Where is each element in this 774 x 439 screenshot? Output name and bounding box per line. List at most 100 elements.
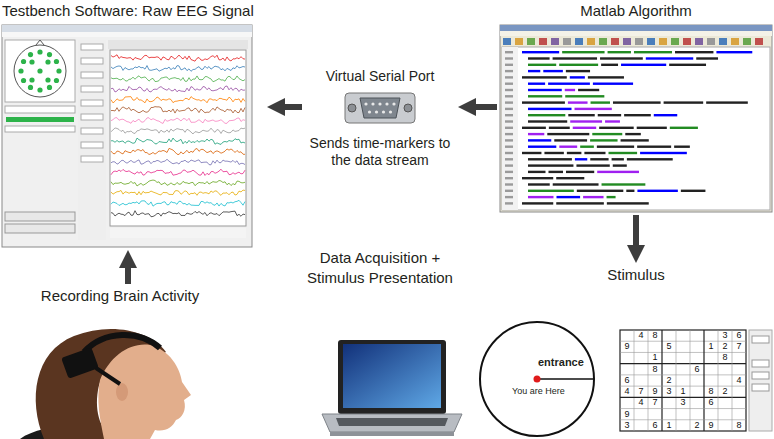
electrode-dots-part	[28, 85, 33, 90]
sudoku-digit: 6	[690, 364, 704, 375]
code-lines-part	[554, 139, 587, 141]
testbench-screenshot-part	[14, 45, 66, 97]
person-with-eeg-headset-part	[116, 383, 128, 401]
sudoku-lines-part	[676, 330, 677, 431]
toolbar-icons-part	[551, 38, 559, 45]
connector-pins-part	[385, 102, 388, 105]
code-lines-part	[568, 101, 588, 103]
eeg-traces-part	[111, 180, 245, 186]
code-lines-part	[528, 83, 545, 85]
diagram-box: Virtual Serial PortSends time-markers to…	[305, 68, 455, 174]
diagram-box: Data Acquisition + Stimulus Presentation	[292, 248, 468, 434]
eeg-traces-part	[111, 190, 245, 195]
toolbar-icons-part	[599, 38, 607, 45]
sudoku-digit: 1	[662, 420, 676, 431]
person-with-eeg-headset-part	[98, 345, 191, 439]
code-lines-part	[613, 101, 661, 103]
eeg-traces-part	[111, 55, 245, 61]
sudoku-digit: 6	[648, 420, 662, 431]
flow-arrow	[285, 104, 302, 110]
serial-port-connector-part	[404, 104, 412, 112]
toolbar-icons-part	[755, 38, 763, 45]
sudoku-digit: 9	[704, 420, 718, 431]
code-lines-part	[591, 101, 610, 103]
toolbar-icons-part	[623, 38, 631, 45]
connector-pins-part	[368, 110, 371, 113]
flow-arrow	[633, 215, 639, 245]
laptop-illustration	[322, 340, 462, 436]
matlab-editor-screenshot-part	[502, 47, 770, 210]
code-lines-part	[505, 183, 513, 185]
sudoku-digit: 2	[662, 375, 676, 386]
code-lines-part	[559, 146, 577, 148]
eeg-traces-part	[111, 76, 245, 82]
code-lines-part	[528, 139, 551, 141]
code-lines-part	[670, 127, 698, 129]
testbench-screenshot-part	[6, 117, 74, 122]
code-lines-part	[505, 127, 513, 129]
toolbar-icons-part	[647, 38, 655, 45]
laptop-illustration-part	[338, 340, 446, 414]
code-lines-part	[565, 95, 604, 97]
sudoku-digit: 8	[732, 420, 746, 431]
code-lines-part	[559, 64, 598, 66]
code-lines-part	[675, 51, 713, 53]
electrode-dots-part	[18, 68, 23, 73]
code-lines-part	[548, 171, 563, 173]
code-lines-part	[590, 158, 608, 160]
testbench-screenshot-part	[2, 32, 252, 37]
code-lines-part	[505, 70, 513, 72]
code-lines-part	[637, 146, 671, 148]
control-widgets-part	[81, 100, 103, 106]
code-lines-part	[505, 76, 513, 78]
code-lines-part	[600, 57, 643, 59]
eeg-traces-part	[111, 128, 245, 134]
code-lines-part	[522, 101, 565, 103]
code-lines-part	[575, 158, 587, 160]
toolbar-icons-part	[611, 38, 619, 45]
code-lines-part	[626, 190, 634, 192]
code-lines-part	[543, 70, 563, 72]
toolbar-icons-part	[743, 38, 751, 45]
code-lines-part	[608, 152, 637, 154]
code-lines-part	[601, 64, 618, 66]
code-lines-part	[528, 196, 553, 198]
testbench-screenshot-part	[5, 40, 75, 102]
eeg-traces-part	[111, 211, 245, 217]
control-widgets-part	[81, 156, 103, 162]
code-lines-part	[613, 164, 627, 166]
laptop-illustration-part	[336, 418, 448, 426]
sudoku-grid-part	[620, 330, 746, 431]
testbench-screenshot-part	[110, 50, 246, 226]
person-with-eeg-headset	[20, 329, 191, 439]
code-lines-part	[634, 51, 672, 53]
eeg-traces-part	[111, 138, 245, 144]
sudoku-grid-part	[752, 372, 769, 379]
sudoku-digit: 9	[620, 341, 634, 352]
code-lines-part	[664, 101, 704, 103]
electrode-dots-part	[29, 59, 34, 64]
code-lines-part	[556, 202, 604, 204]
toolbar-icons-part	[719, 38, 727, 45]
laptop-illustration-part	[343, 344, 441, 408]
code-lines-part	[573, 127, 596, 129]
toolbar-icons-part	[731, 38, 739, 45]
testbench-screenshot-part	[78, 40, 106, 240]
toolbar-icons-part	[503, 38, 511, 45]
electrode-dots-part	[45, 59, 50, 64]
connector-pins-part	[392, 102, 395, 105]
code-lines-part	[599, 127, 634, 129]
code-lines-part	[637, 190, 677, 192]
testbench-screenshot-part	[110, 228, 246, 238]
sudoku-lines-part	[703, 330, 704, 431]
code-lines-part	[592, 133, 622, 135]
code-lines-part	[522, 177, 553, 179]
sudoku-digit: 7	[732, 341, 746, 352]
testbench-screenshot-part	[5, 224, 75, 233]
code-lines-part	[505, 146, 513, 148]
path-line	[537, 378, 594, 380]
node-title: Testbench Software: Raw EEG Signal	[2, 2, 264, 20]
code-lines-part	[669, 64, 706, 66]
code-lines-part	[528, 95, 562, 97]
